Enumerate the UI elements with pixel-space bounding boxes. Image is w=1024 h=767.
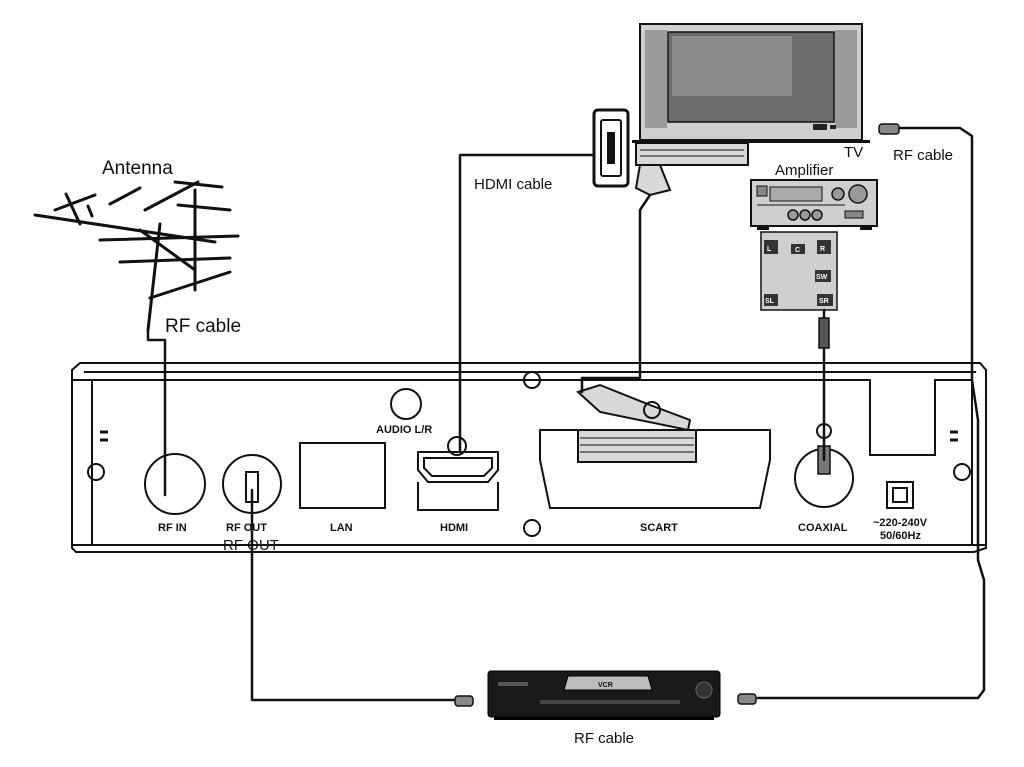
vcr-badge-label: VCR: [598, 682, 613, 689]
speaker-subwoofer-label: SW: [816, 274, 828, 281]
speaker-surround-left-label: SL: [765, 298, 775, 305]
scart-plug-tv-icon: [634, 142, 749, 197]
vcr-icon: [487, 670, 721, 720]
rf-in-label: RF IN: [158, 522, 187, 534]
hdmi-port: [417, 436, 499, 511]
audio-lr-label: AUDIO L/R: [376, 424, 432, 436]
rf-plug-vcr-in-icon: [454, 695, 474, 707]
coaxial-plug-icon: [818, 317, 830, 349]
power-symbol-icon: [886, 481, 914, 509]
speaker-left-label: L: [767, 246, 772, 253]
amplifier-icon: [750, 179, 878, 230]
antenna-label: Antenna: [102, 158, 173, 179]
scart-label: SCART: [640, 522, 678, 534]
speaker-surround-right-label: SR: [819, 298, 829, 305]
speaker-layout-icon: [760, 231, 838, 311]
receiver-back-panel: [71, 362, 987, 553]
rf-cable-rf-out-to-vcr: [250, 488, 462, 702]
power-frequency-label: 50/60Hz: [880, 530, 921, 542]
tv-icon: [632, 23, 870, 143]
rf-in-port: [144, 453, 206, 515]
lan-label: LAN: [330, 522, 353, 534]
scart-plug-panel-icon: [576, 383, 697, 463]
hdmi-cable: [458, 153, 596, 454]
tv-label: TV: [844, 144, 863, 161]
speaker-right-label: R: [820, 246, 825, 253]
scart-cable: [580, 193, 652, 394]
lan-port: [299, 442, 386, 509]
rf-out-label: RF OUT: [226, 522, 267, 534]
coaxial-label: COAXIAL: [798, 522, 848, 534]
antenna-icon: [33, 180, 240, 332]
speaker-center-label: C: [795, 247, 800, 254]
rf-cable-vcr-label: RF cable: [574, 730, 634, 747]
power-voltage-label: ~220-240V: [873, 517, 928, 529]
hdmi-cable-label: HDMI cable: [474, 176, 552, 193]
rf-plug-tv-icon: [878, 123, 900, 135]
rf-cable-tv-label: RF cable: [893, 147, 953, 164]
amplifier-label: Amplifier: [775, 162, 833, 179]
audio-lr-port: [390, 388, 422, 420]
rf-plug-vcr-out-icon: [737, 693, 757, 705]
rf-cable-antenna-to-rf-in: [146, 328, 167, 497]
hdmi-label: HDMI: [440, 522, 468, 534]
rf-cable-antenna-label: RF cable: [165, 316, 241, 337]
hdmi-plug-tv-icon: [592, 108, 630, 188]
scart-port: [539, 429, 771, 509]
rf-cable-vcr-to-tv: [756, 126, 986, 700]
